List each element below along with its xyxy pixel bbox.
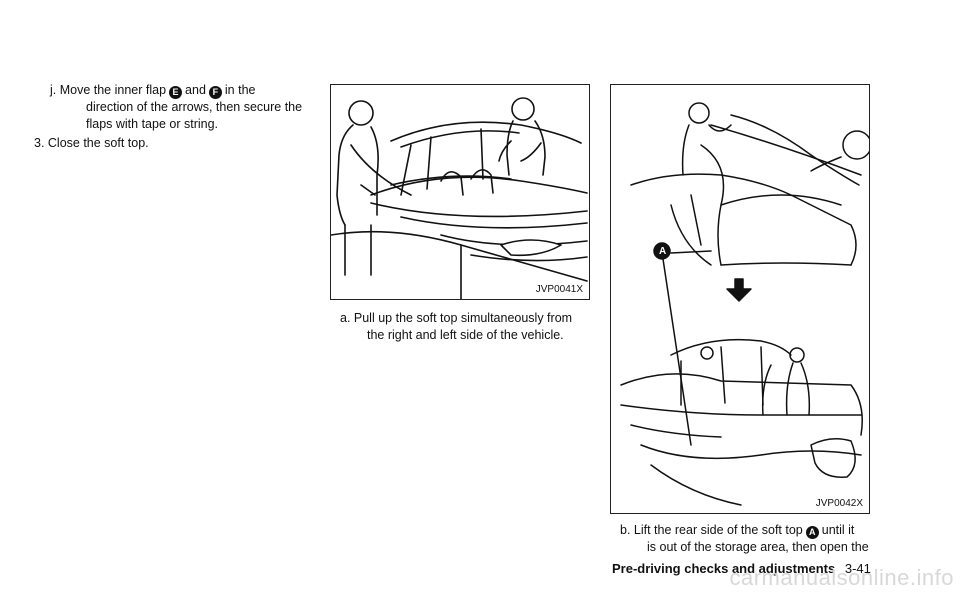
figure2-caption-prefix: b. Lift the rear side of the soft top [620,523,803,537]
step-j-line2: direction of the arrows, then secure the [86,100,303,114]
callout-f-icon: F [208,86,222,99]
step-j-prefix: j. Move the inner flap [50,83,167,97]
figure2-caption-line2: is out of the storage area, then open th… [647,540,869,554]
figure-pull-up-soft-top: JVP0041X [330,84,590,300]
footer-page-number: 3-41 [844,561,871,576]
figure-lift-soft-top: A JVP0042X [610,84,870,514]
page-footer: Pre-driving checks and adjustments 3-41 [612,561,871,576]
footer-section: Pre-driving checks and adjustments [612,561,836,576]
figure2-caption-suffix: until it [821,523,855,537]
figure-id: JVP0042X [815,498,863,509]
step-j-mid: and [185,83,206,97]
step-j-line3: flaps with tape or string. [86,117,219,131]
figure-id: JVP0041X [535,284,583,295]
step-3: 3. Close the soft top. [34,136,149,150]
callout-a-icon: A [805,526,819,539]
callout-a-icon: A [659,246,666,257]
figure1-caption-line2: the right and left side of the vehicle. [367,328,564,342]
callout-e-icon: E [169,86,183,99]
figure1-caption-line1: a. Pull up the soft top simultaneously f… [340,311,573,325]
illustration-pull-up-soft-top [331,97,588,299]
illustration-lift-soft-top: A [620,102,869,506]
watermark: carmanualsonline.info [729,565,954,590]
step-j-suffix: in the [224,83,256,97]
